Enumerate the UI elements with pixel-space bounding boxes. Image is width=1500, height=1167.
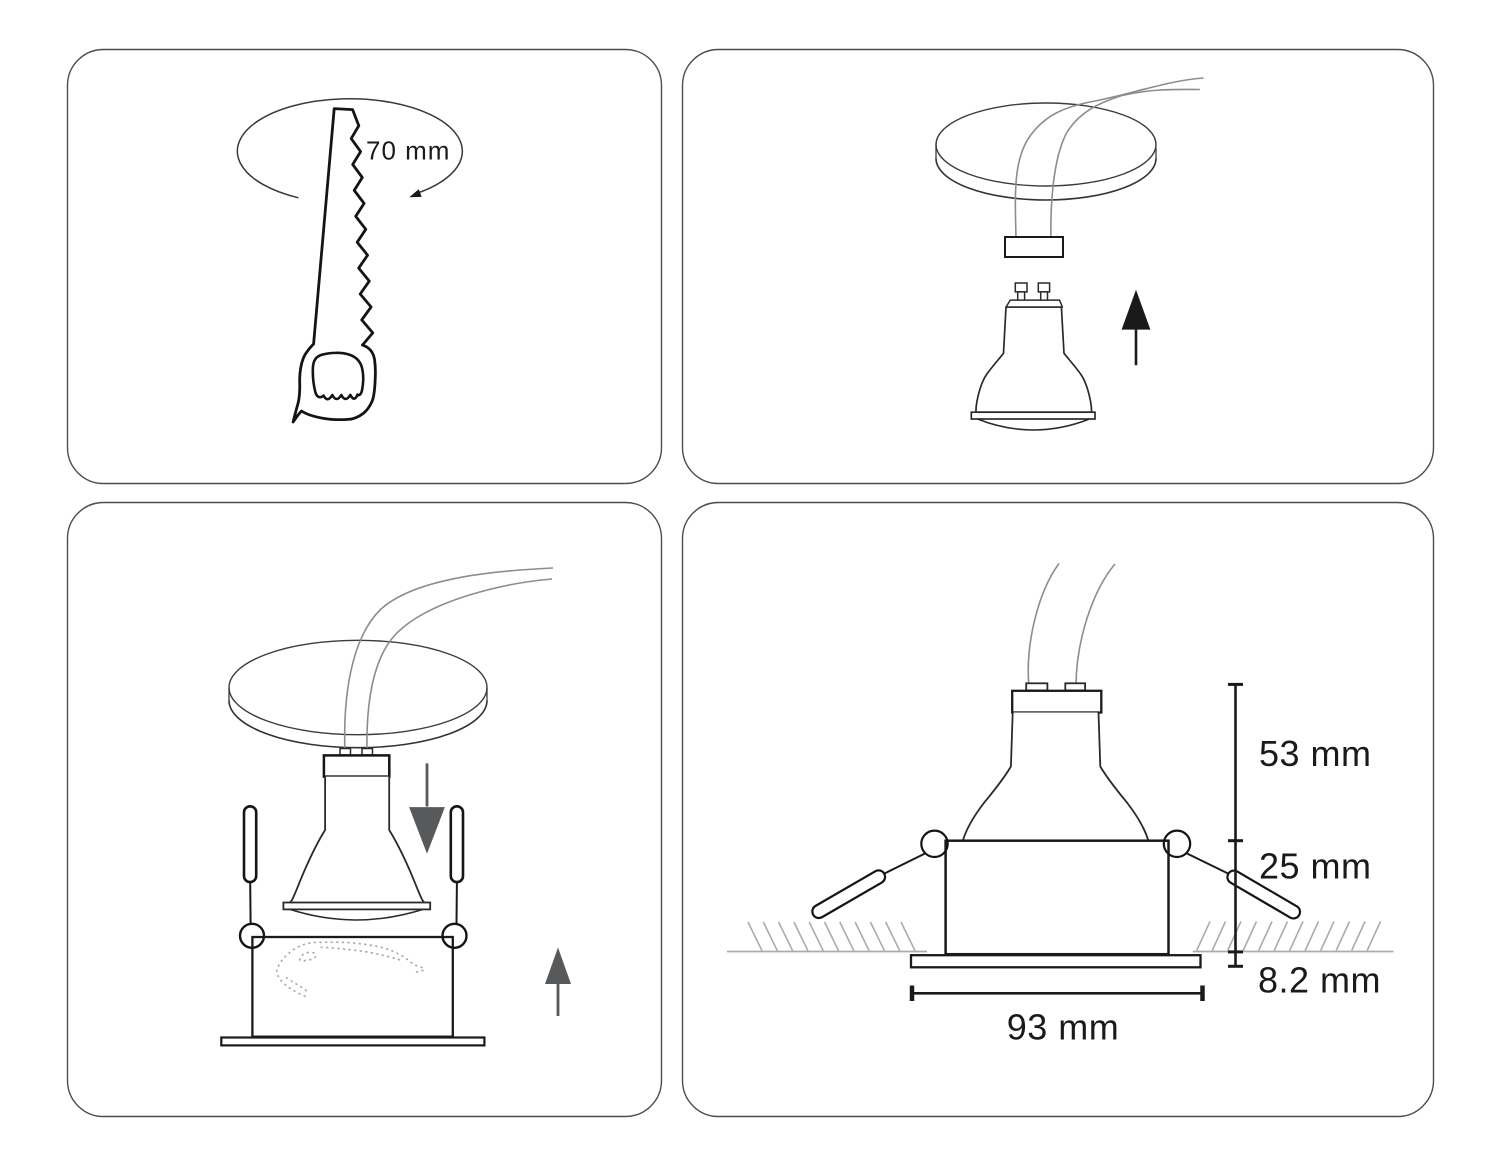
svg-text:70 mm: 70 mm (366, 136, 450, 166)
svg-text:8.2 mm: 8.2 mm (1258, 960, 1381, 1001)
svg-text:93 mm: 93 mm (1007, 1007, 1120, 1048)
svg-text:53 mm: 53 mm (1259, 733, 1372, 774)
svg-text:25 mm: 25 mm (1259, 846, 1372, 887)
